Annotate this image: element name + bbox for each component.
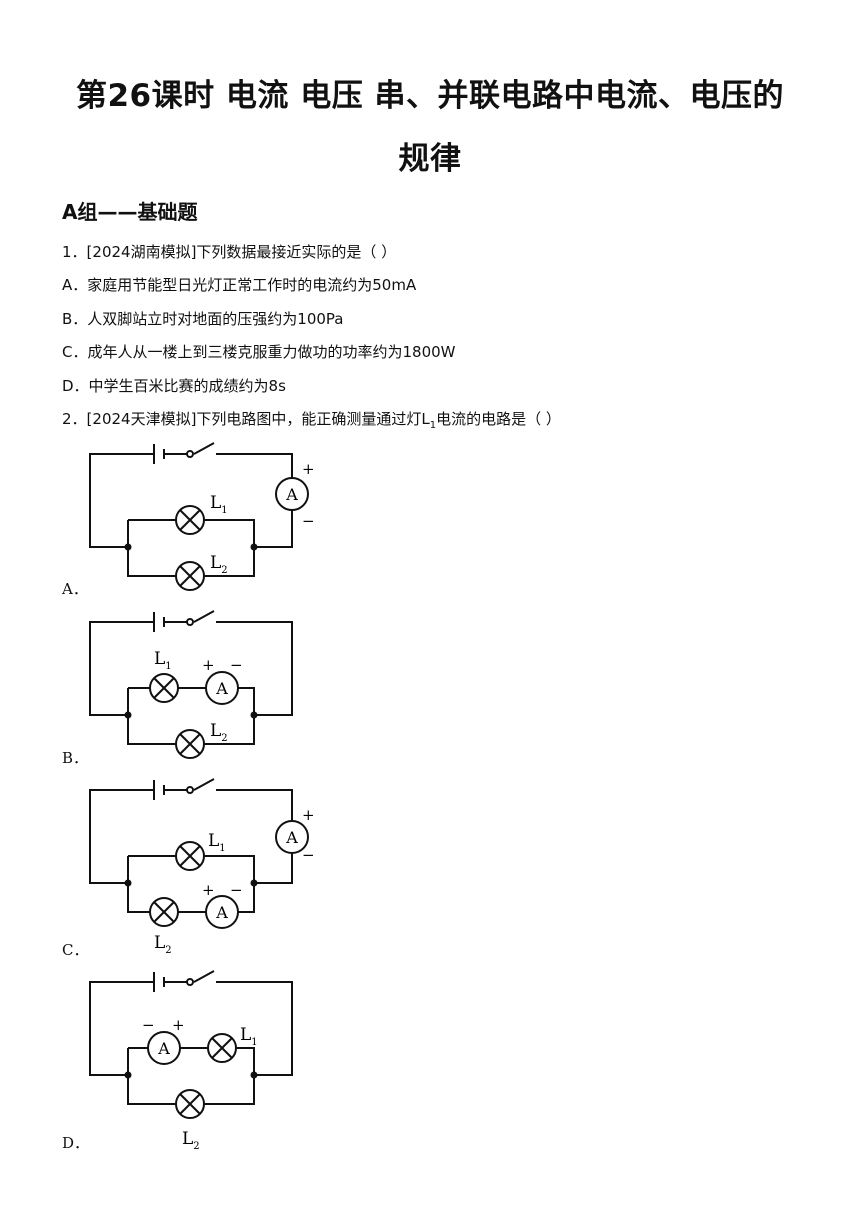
section-heading: A组——基础题: [62, 200, 198, 224]
circuit-diagram-d: A − + L1 L2: [89, 970, 293, 1152]
plus-sign: +: [202, 881, 215, 899]
minus-sign: −: [302, 512, 315, 530]
question-2-stem-subscript: 1: [429, 420, 437, 431]
lamp-2-label: L2: [182, 1129, 200, 1152]
circuit-diagram-a: A + − L1 L2: [89, 442, 315, 591]
plus-sign: +: [172, 1016, 185, 1034]
option-label-d: D．: [62, 1134, 90, 1152]
ammeter-label: A: [157, 1039, 170, 1058]
question-1-option-a: A．家庭用节能型日光灯正常工作时的电流约为50mA: [62, 276, 417, 294]
ammeter-label: A: [285, 485, 298, 504]
minus-sign: −: [302, 846, 315, 864]
plus-sign: +: [302, 460, 315, 478]
lamp-1-label: L1: [240, 1025, 258, 1048]
circuit-diagram-b: A + − L1 L2: [89, 610, 293, 759]
lamp-2-label: L2: [210, 553, 228, 576]
question-2-stem-tail: 电流的电路是（ ）: [436, 410, 561, 428]
page-title-line2: 规律: [398, 141, 462, 177]
option-label-a: A．: [62, 580, 88, 598]
question-1-option-c: C．成年人从一楼上到三楼克服重力做功的功率约为1800W: [62, 343, 456, 361]
ammeter-label: A: [215, 903, 228, 922]
question-1-option-b: B．人双脚站立时对地面的压强约为100Pa: [62, 310, 344, 328]
lamp-1-label: L1: [208, 831, 226, 854]
question-1-option-d: D．中学生百米比赛的成绩约为8s: [62, 377, 286, 395]
option-label-c: C．: [62, 941, 89, 959]
option-label-b: B．: [62, 749, 89, 767]
question-2-stem-text: 2．[2024天津模拟]下列电路图中，能正确测量通过灯L: [62, 410, 430, 428]
plus-sign: +: [202, 656, 215, 674]
question-1-stem: 1．[2024湖南模拟]下列数据最接近实际的是（ ）: [62, 243, 397, 261]
minus-sign: −: [230, 881, 243, 899]
question-2-stem: 2．[2024天津模拟]下列电路图中，能正确测量通过灯L1电流的电路是（ ）: [62, 408, 561, 431]
circuit-diagram-c: A + − A + − L1 L2: [89, 778, 315, 956]
lamp-2-label: L2: [210, 721, 228, 744]
lamp-2-label: L2: [154, 933, 172, 956]
page-title-line1: 第26课时 电流 电压 串、并联电路中电流、电压的: [75, 78, 784, 114]
ammeter-label: A: [215, 679, 228, 698]
minus-sign: −: [142, 1016, 155, 1034]
lamp-1-label: L1: [210, 493, 228, 516]
lamp-1-label: L1: [154, 649, 172, 672]
ammeter-label: A: [285, 828, 298, 847]
minus-sign: −: [230, 656, 243, 674]
plus-sign: +: [302, 806, 315, 824]
